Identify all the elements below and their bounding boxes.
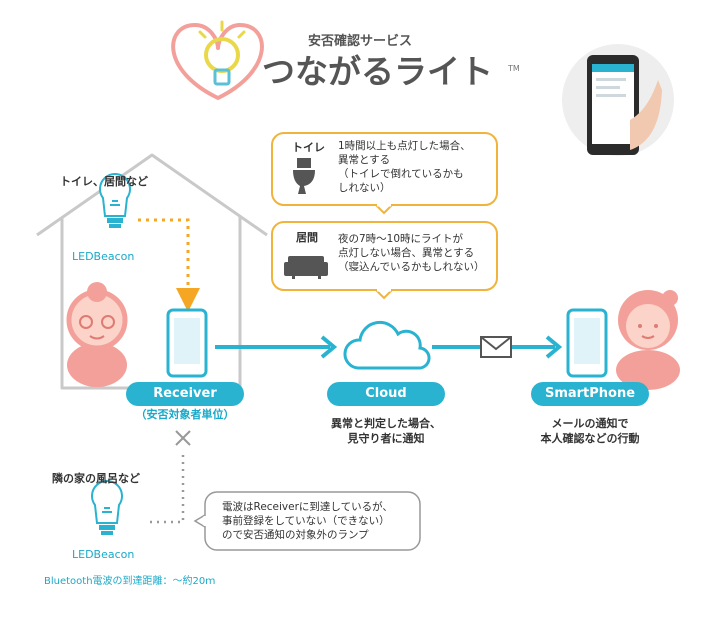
neighbor-location-label: 隣の家の風呂など bbox=[52, 472, 140, 485]
smartphone-pill: SmartPhone bbox=[531, 382, 649, 406]
elderly-person-icon bbox=[66, 282, 128, 387]
neighbor-beacon-label: LEDBeacon bbox=[72, 548, 135, 561]
smartphone-caption-line1: メールの通知で bbox=[551, 417, 629, 430]
trademark-mark: TM bbox=[508, 64, 520, 73]
hand-holding-phone-image bbox=[562, 44, 674, 156]
beacon-to-receiver-arrow bbox=[138, 218, 200, 312]
receiver-sublabel: （安否対象者単位） bbox=[135, 408, 235, 421]
callout-toilet bbox=[271, 132, 498, 215]
house-outline bbox=[36, 153, 268, 390]
callout-toilet-text: 1時間以上も点灯した場合、 異常とする （トイレで倒れているかも しれない） bbox=[338, 140, 471, 194]
toilet-icon bbox=[293, 158, 315, 194]
service-subtitle: 安否確認サービス bbox=[308, 34, 413, 49]
mail-icon bbox=[480, 336, 512, 358]
house-location-label: トイレ、居間など bbox=[60, 175, 148, 188]
receiver-pill: Receiver bbox=[126, 382, 244, 406]
sofa-icon bbox=[284, 256, 328, 279]
smartphone-icon bbox=[566, 308, 608, 378]
cloud-caption-line1: 異常と判定した場合、 bbox=[331, 417, 441, 430]
blocked-x-icon bbox=[175, 430, 191, 446]
led-beacon-house-icon bbox=[99, 173, 131, 228]
neighbor-note-text: 電波はReceiverに到達しているが、 事前登録をしていない（できない） ので… bbox=[222, 501, 393, 541]
led-beacon-neighbor-icon bbox=[91, 480, 123, 535]
bluetooth-range-note: Bluetooth電波の到達距離：〜約20ｍ bbox=[44, 576, 216, 587]
smartphone-caption-line2: 本人確認などの行動 bbox=[540, 432, 640, 445]
house-beacon-label: LEDBeacon bbox=[72, 250, 135, 263]
service-title: つながるライト bbox=[262, 52, 493, 91]
callout-toilet-title: トイレ bbox=[292, 141, 325, 154]
cloud-icon bbox=[343, 320, 431, 370]
receiver-phone-icon bbox=[166, 308, 208, 378]
cloud-caption-line2: 見守り者に通知 bbox=[347, 432, 425, 445]
neighbor-note-bubble bbox=[193, 491, 421, 551]
neighbor-signal-dotted-line bbox=[148, 455, 185, 524]
callout-living-title: 居間 bbox=[296, 231, 318, 244]
caregiver-person-icon bbox=[616, 290, 680, 390]
callout-living-text: 夜の7時〜10時にライトが 点灯しない場合、異常とする （寝込んでいるかもしれな… bbox=[338, 233, 485, 273]
logo-heart-bulb-icon bbox=[171, 20, 264, 100]
cloud-pill: Cloud bbox=[327, 382, 445, 406]
receiver-to-cloud-arrow bbox=[215, 335, 338, 359]
callout-living bbox=[271, 221, 498, 300]
